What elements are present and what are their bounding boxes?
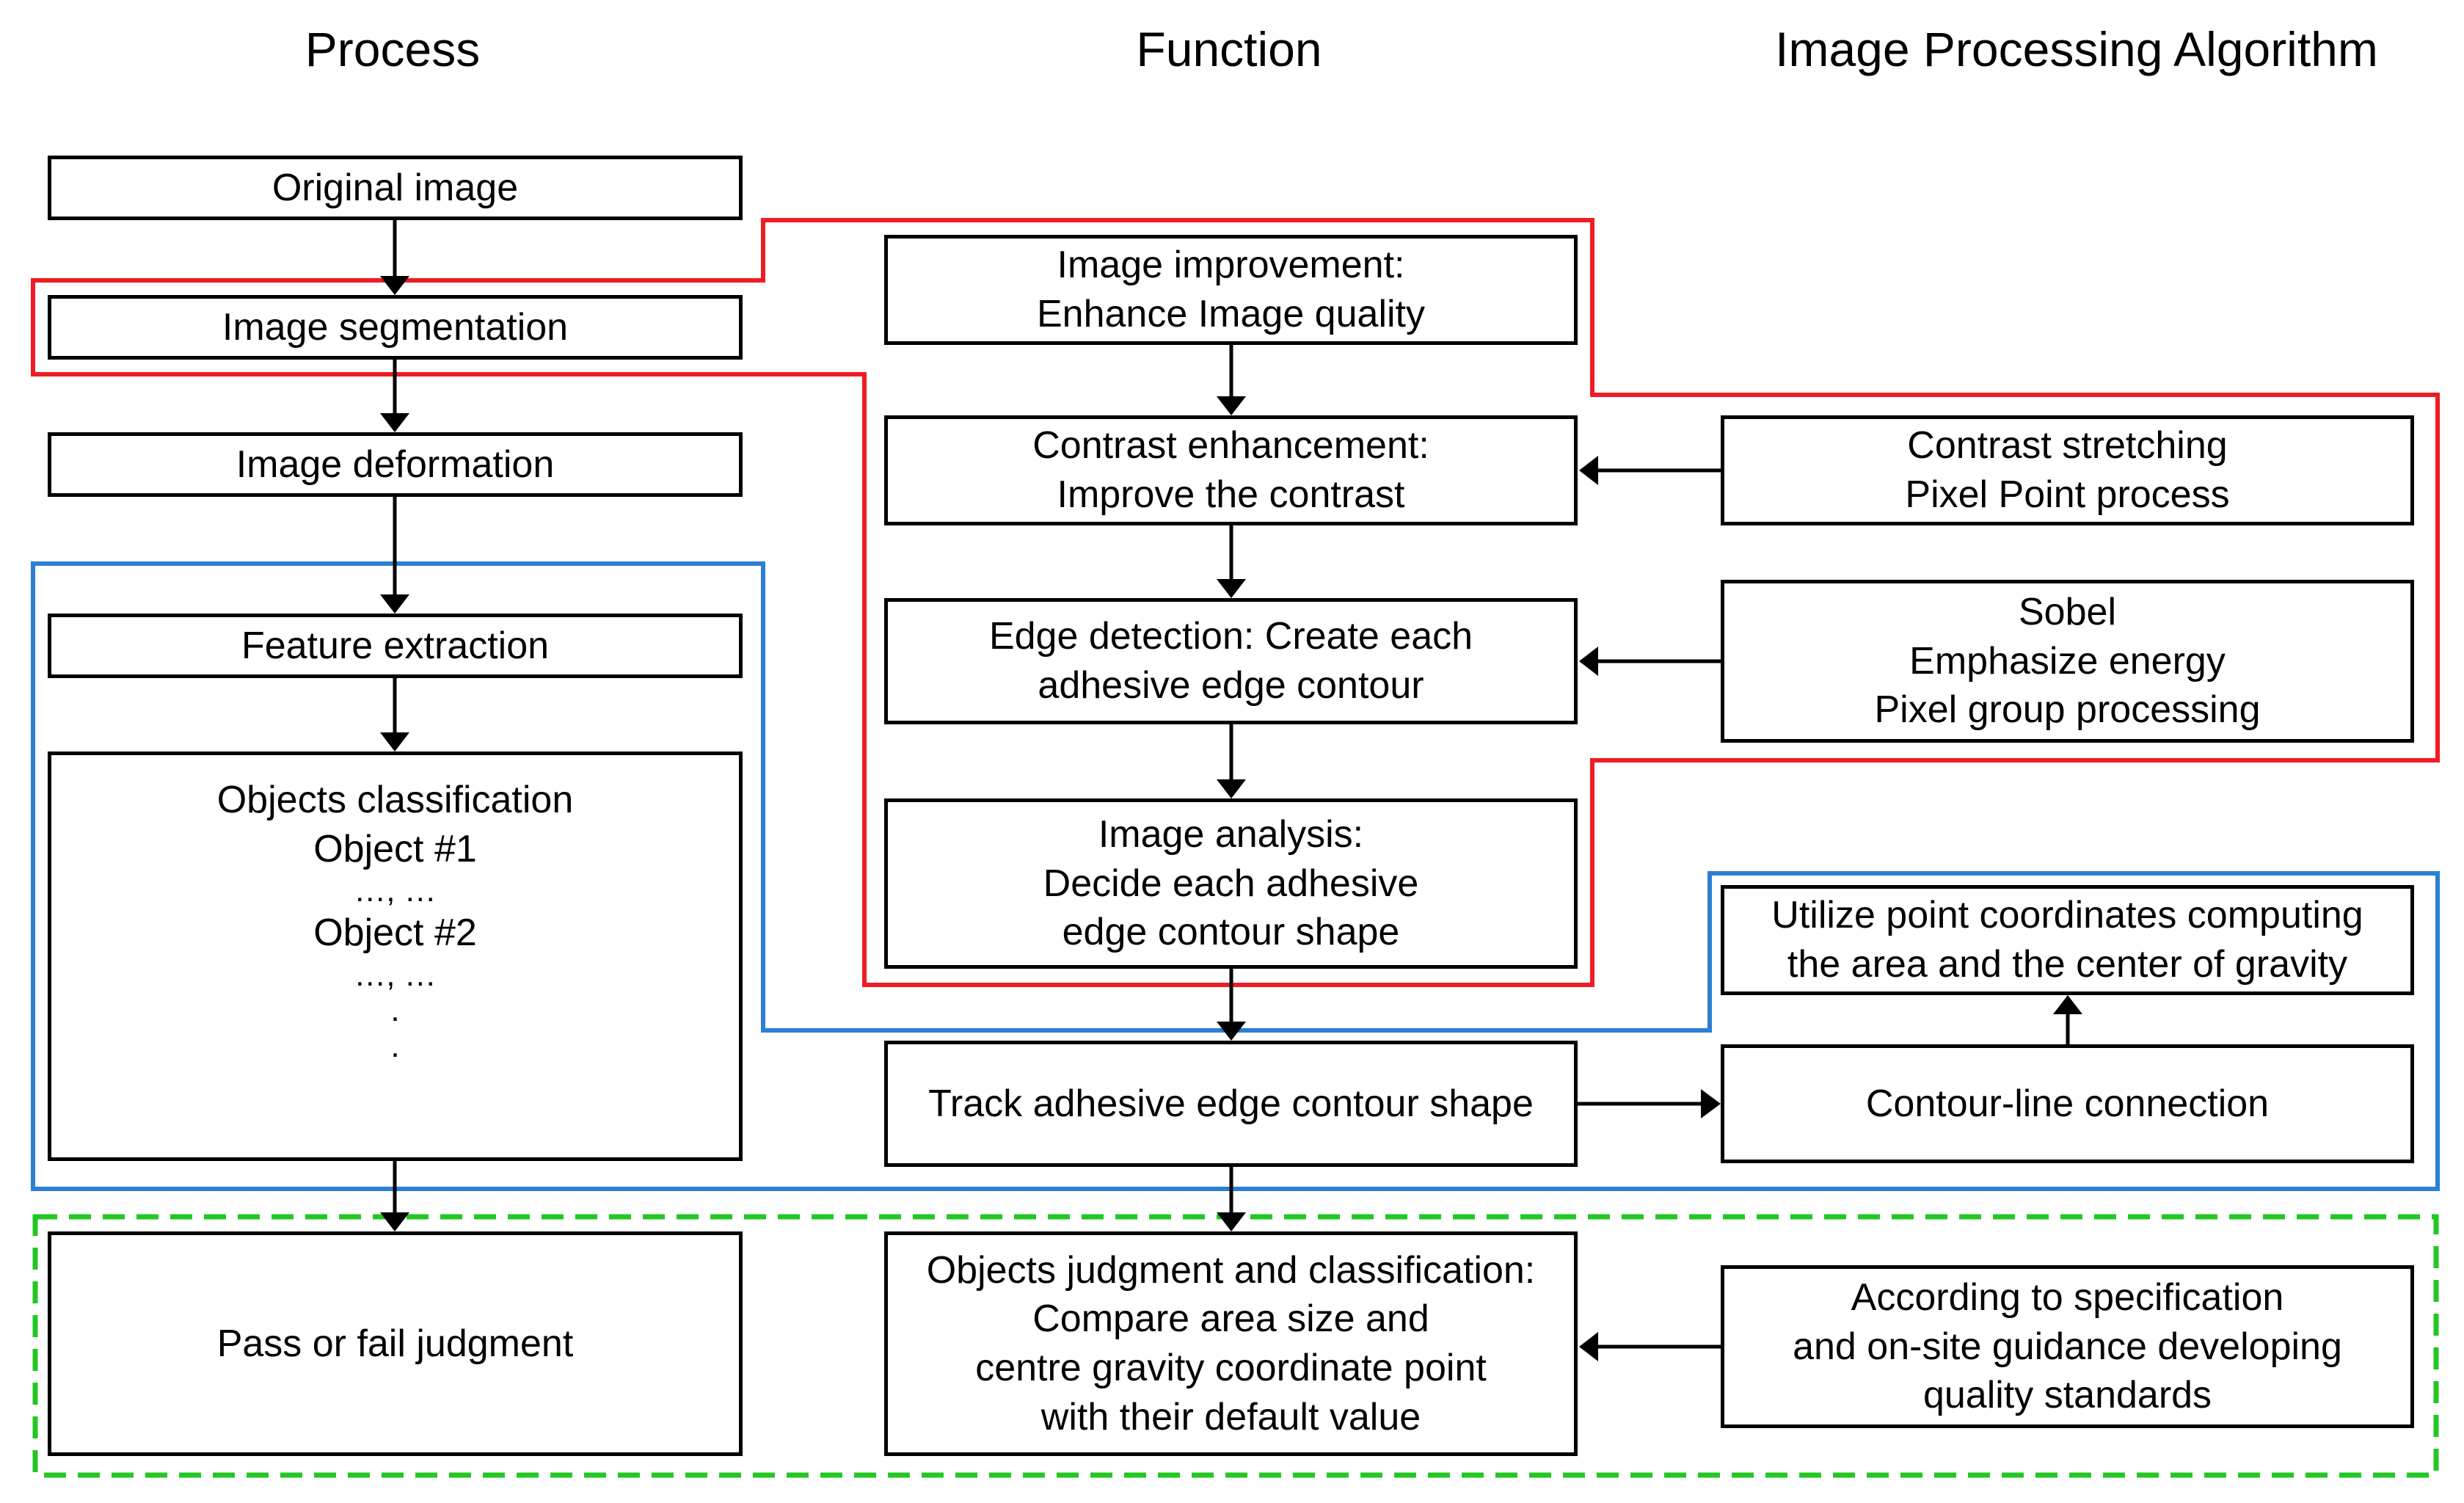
red-region-outline — [31, 218, 2440, 987]
track-contour-line-1: Track adhesive edge contour shape — [928, 1082, 1534, 1125]
feature-extraction-line-1: Feature extraction — [241, 624, 550, 667]
sobel-line-2: Emphasize energy — [1909, 639, 2226, 683]
image-deformation-line-1: Image deformation — [236, 443, 555, 486]
image-segmentation-box: Image segmentation — [48, 295, 743, 360]
algorithm-column-title: Image Processing Algorithm — [1775, 22, 2378, 76]
objects-judgment-line-4: with their default value — [1040, 1395, 1421, 1438]
objects-judgment-line-1: Objects judgment and classification: — [926, 1248, 1536, 1292]
contrast-enhancement-box: Contrast enhancement: Improve the contra… — [884, 415, 1578, 525]
track-contour-box: Track adhesive edge contour shape — [884, 1041, 1578, 1167]
image-improvement-line-2: Enhance Image quality — [1036, 293, 1425, 335]
image-improvement-line-1: Image improvement: — [1057, 244, 1405, 287]
quality-standards-box: According to specification and on-site g… — [1721, 1265, 2414, 1428]
pass-fail-judgment-line-1: Pass or fail judgment — [216, 1322, 574, 1365]
objects-judgment-line-3: centre gravity coordinate point — [975, 1347, 1487, 1389]
image-analysis-line-2: Decide each adhesive — [1043, 862, 1419, 905]
image-improvement-box: Image improvement: Enhance Image quality — [884, 235, 1578, 345]
objects-classification-line-4: Object #2 — [313, 911, 477, 955]
image-analysis-box: Image analysis: Decide each adhesive edg… — [884, 798, 1578, 969]
original-image-line-1: Original image — [271, 166, 519, 209]
point-coordinates-line-2: the area and the center of gravity — [1787, 943, 2348, 986]
original-image-box: Original image — [48, 156, 743, 220]
objects-classification-line-5: …, … — [354, 957, 437, 994]
contrast-stretching-line-1: Contrast stretching — [1907, 424, 2228, 467]
image-segmentation-line-1: Image segmentation — [222, 305, 569, 349]
edge-detection-box: Edge detection: Create each adhesive edg… — [884, 598, 1578, 724]
quality-standards-line-2: and on-site guidance developing — [1793, 1325, 2342, 1368]
objects-classification-line-2: Object #1 — [313, 827, 477, 870]
image-deformation-box: Image deformation — [48, 432, 743, 497]
sobel-line-3: Pixel group processing — [1874, 688, 2261, 732]
function-column-title: Function — [1136, 22, 1322, 76]
objects-classification-line-1: Objects classification — [216, 779, 574, 821]
sobel-line-1: Sobel — [2019, 591, 2116, 634]
blue-region-outline — [31, 561, 2440, 1191]
point-coordinates-line-1: Utilize point coordinates computing — [1771, 894, 2363, 937]
image-analysis-line-3: edge contour shape — [1062, 911, 1400, 954]
objects-judgment-box: Objects judgment and classification: Com… — [884, 1231, 1578, 1456]
contrast-stretching-line-2: Pixel Point process — [1905, 473, 2230, 516]
feature-extraction-box: Feature extraction — [48, 614, 743, 678]
contour-line-connection-line-1: Contour-line connection — [1865, 1082, 2270, 1125]
image-analysis-line-1: Image analysis: — [1098, 813, 1364, 856]
objects-classification-line-3: …, … — [354, 873, 437, 909]
quality-standards-line-3: quality standards — [1922, 1374, 2212, 1417]
contrast-stretching-box: Contrast stretching Pixel Point process — [1721, 415, 2414, 525]
contrast-enhancement-line-2: Improve the contrast — [1057, 473, 1405, 516]
point-coordinates-box: Utilize point coordinates computing the … — [1721, 885, 2414, 995]
sobel-box: Sobel Emphasize energy Pixel group proce… — [1721, 580, 2414, 743]
objects-classification-box: Objects classification Object #1 …, … Ob… — [48, 752, 743, 1161]
contrast-enhancement-line-1: Contrast enhancement: — [1032, 424, 1429, 467]
objects-judgment-line-2: Compare area size and — [1032, 1298, 1429, 1341]
edge-detection-line-1: Edge detection: Create each — [988, 615, 1473, 658]
contour-line-connection-box: Contour-line connection — [1721, 1044, 2414, 1163]
process-column-title: Process — [305, 22, 481, 76]
pass-fail-judgment-box: Pass or fail judgment — [48, 1231, 743, 1456]
objects-classification-line-6: . — [390, 992, 400, 1029]
quality-standards-line-1: According to specification — [1851, 1276, 2284, 1320]
edge-detection-line-2: adhesive edge contour — [1038, 664, 1424, 707]
objects-classification-line-7: . — [390, 1027, 400, 1064]
